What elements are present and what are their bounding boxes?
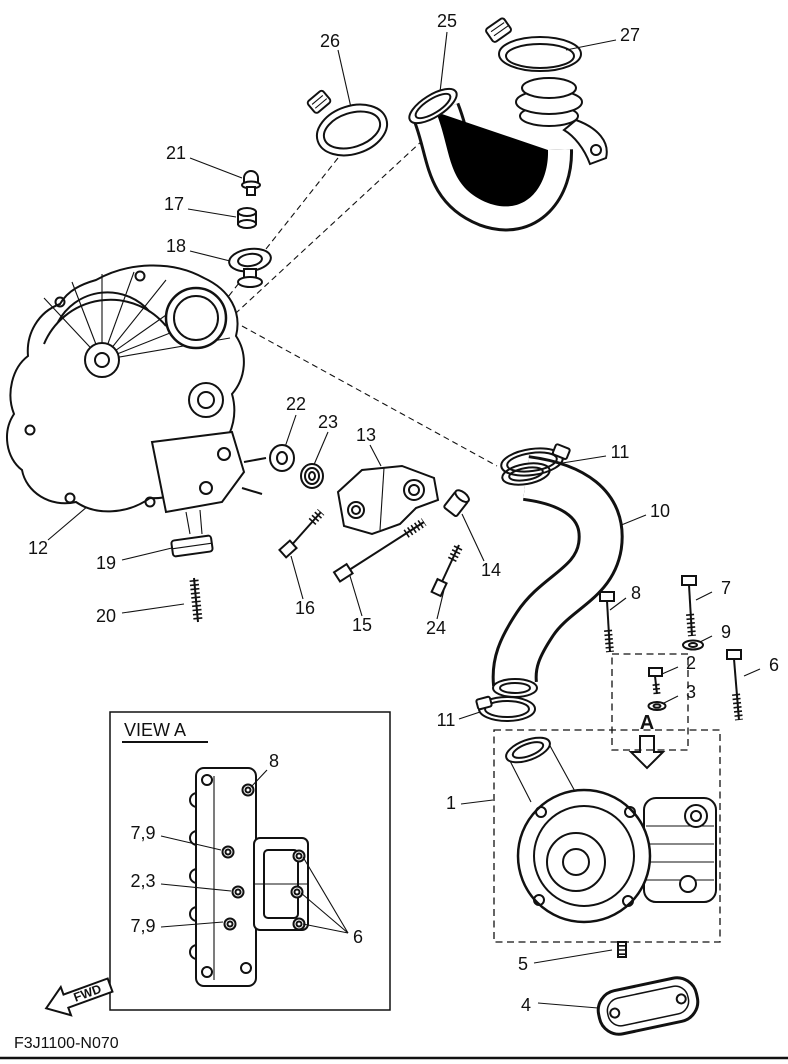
hose-clamp-11-lower xyxy=(475,695,536,722)
callout-21: 21 xyxy=(166,143,186,163)
callout-5: 5 xyxy=(518,954,528,974)
hose-clamp-27 xyxy=(485,17,582,72)
damper-mount-18 xyxy=(228,247,272,288)
bolt-15 xyxy=(332,518,427,583)
callout-11-upper: 11 xyxy=(611,442,630,462)
leader-lines xyxy=(47,31,761,1009)
callout-18: 18 xyxy=(166,236,186,256)
callout-10: 10 xyxy=(650,501,670,521)
callout-3: 3 xyxy=(686,682,696,702)
callout-2: 2 xyxy=(686,653,696,673)
viewa-callout-2-3: 2,3 xyxy=(130,871,155,891)
pin-5 xyxy=(617,941,627,958)
plug-21 xyxy=(241,170,261,196)
bolt-7 xyxy=(681,575,697,637)
callout-23: 23 xyxy=(318,412,338,432)
plate-19 xyxy=(170,534,214,558)
callout-25: 25 xyxy=(437,11,457,31)
hose-clamp-11-upper xyxy=(500,443,571,477)
callout-20: 20 xyxy=(96,606,116,626)
callout-labels: 26 25 27 21 17 18 22 23 13 11 10 12 19 2… xyxy=(28,11,779,1015)
washer-23 xyxy=(300,463,324,489)
view-a-inset: VIEW A 8 7,9 2,3 7,9 6 xyxy=(109,711,391,1011)
detail-a-arrow-icon xyxy=(628,735,666,770)
callout-24: 24 xyxy=(426,618,446,638)
intake-manifold-12 xyxy=(6,264,267,535)
drawing-code: F3J1100-N070 xyxy=(14,1035,119,1052)
bolt-2 xyxy=(648,667,663,695)
callout-22: 22 xyxy=(286,394,306,414)
callout-8: 8 xyxy=(631,583,641,603)
detail-a-label: A xyxy=(640,712,654,734)
supercharger-assembly-1 xyxy=(493,653,721,943)
collar-14 xyxy=(443,489,470,517)
bolt-6 xyxy=(726,649,743,721)
view-a-title: VIEW A xyxy=(124,720,186,740)
callout-6: 6 xyxy=(769,655,779,675)
stud-20 xyxy=(189,577,203,623)
hose-clamp-26 xyxy=(306,89,389,157)
callout-15: 15 xyxy=(352,615,372,635)
callout-26: 26 xyxy=(320,31,340,51)
callout-27: 27 xyxy=(620,25,640,45)
callout-16: 16 xyxy=(295,598,315,618)
callout-9: 9 xyxy=(721,622,731,642)
grommet-22 xyxy=(269,444,295,472)
callout-14: 14 xyxy=(481,560,501,580)
washer-3 xyxy=(647,701,667,711)
callout-1: 1 xyxy=(446,793,456,813)
callout-11-lower: 11 xyxy=(437,710,456,730)
viewa-callout-7-9-bottom: 7,9 xyxy=(130,916,155,936)
bracket-13 xyxy=(336,464,440,536)
callout-17: 17 xyxy=(164,194,184,214)
fwd-arrow-icon xyxy=(44,977,114,1017)
elbow-hose-10 xyxy=(491,455,624,698)
detail-a-marker: A xyxy=(628,712,666,770)
bolt-8 xyxy=(599,591,615,653)
viewa-callout-6: 6 xyxy=(353,927,363,947)
bolt-24 xyxy=(430,543,464,598)
washer-9 xyxy=(682,639,704,651)
bolt-16 xyxy=(278,508,325,559)
corrugated-hose-25 xyxy=(408,77,608,232)
viewa-callout-8: 8 xyxy=(269,751,279,771)
callout-12: 12 xyxy=(28,538,48,558)
nut-17 xyxy=(237,207,257,229)
callout-4: 4 xyxy=(521,995,531,1015)
viewa-callout-7-9-top: 7,9 xyxy=(130,823,155,843)
fwd-arrow: FWD xyxy=(44,977,114,1017)
callout-19: 19 xyxy=(96,553,116,573)
gasket-4 xyxy=(596,976,700,1036)
callout-7: 7 xyxy=(721,578,731,598)
callout-13: 13 xyxy=(356,425,376,445)
